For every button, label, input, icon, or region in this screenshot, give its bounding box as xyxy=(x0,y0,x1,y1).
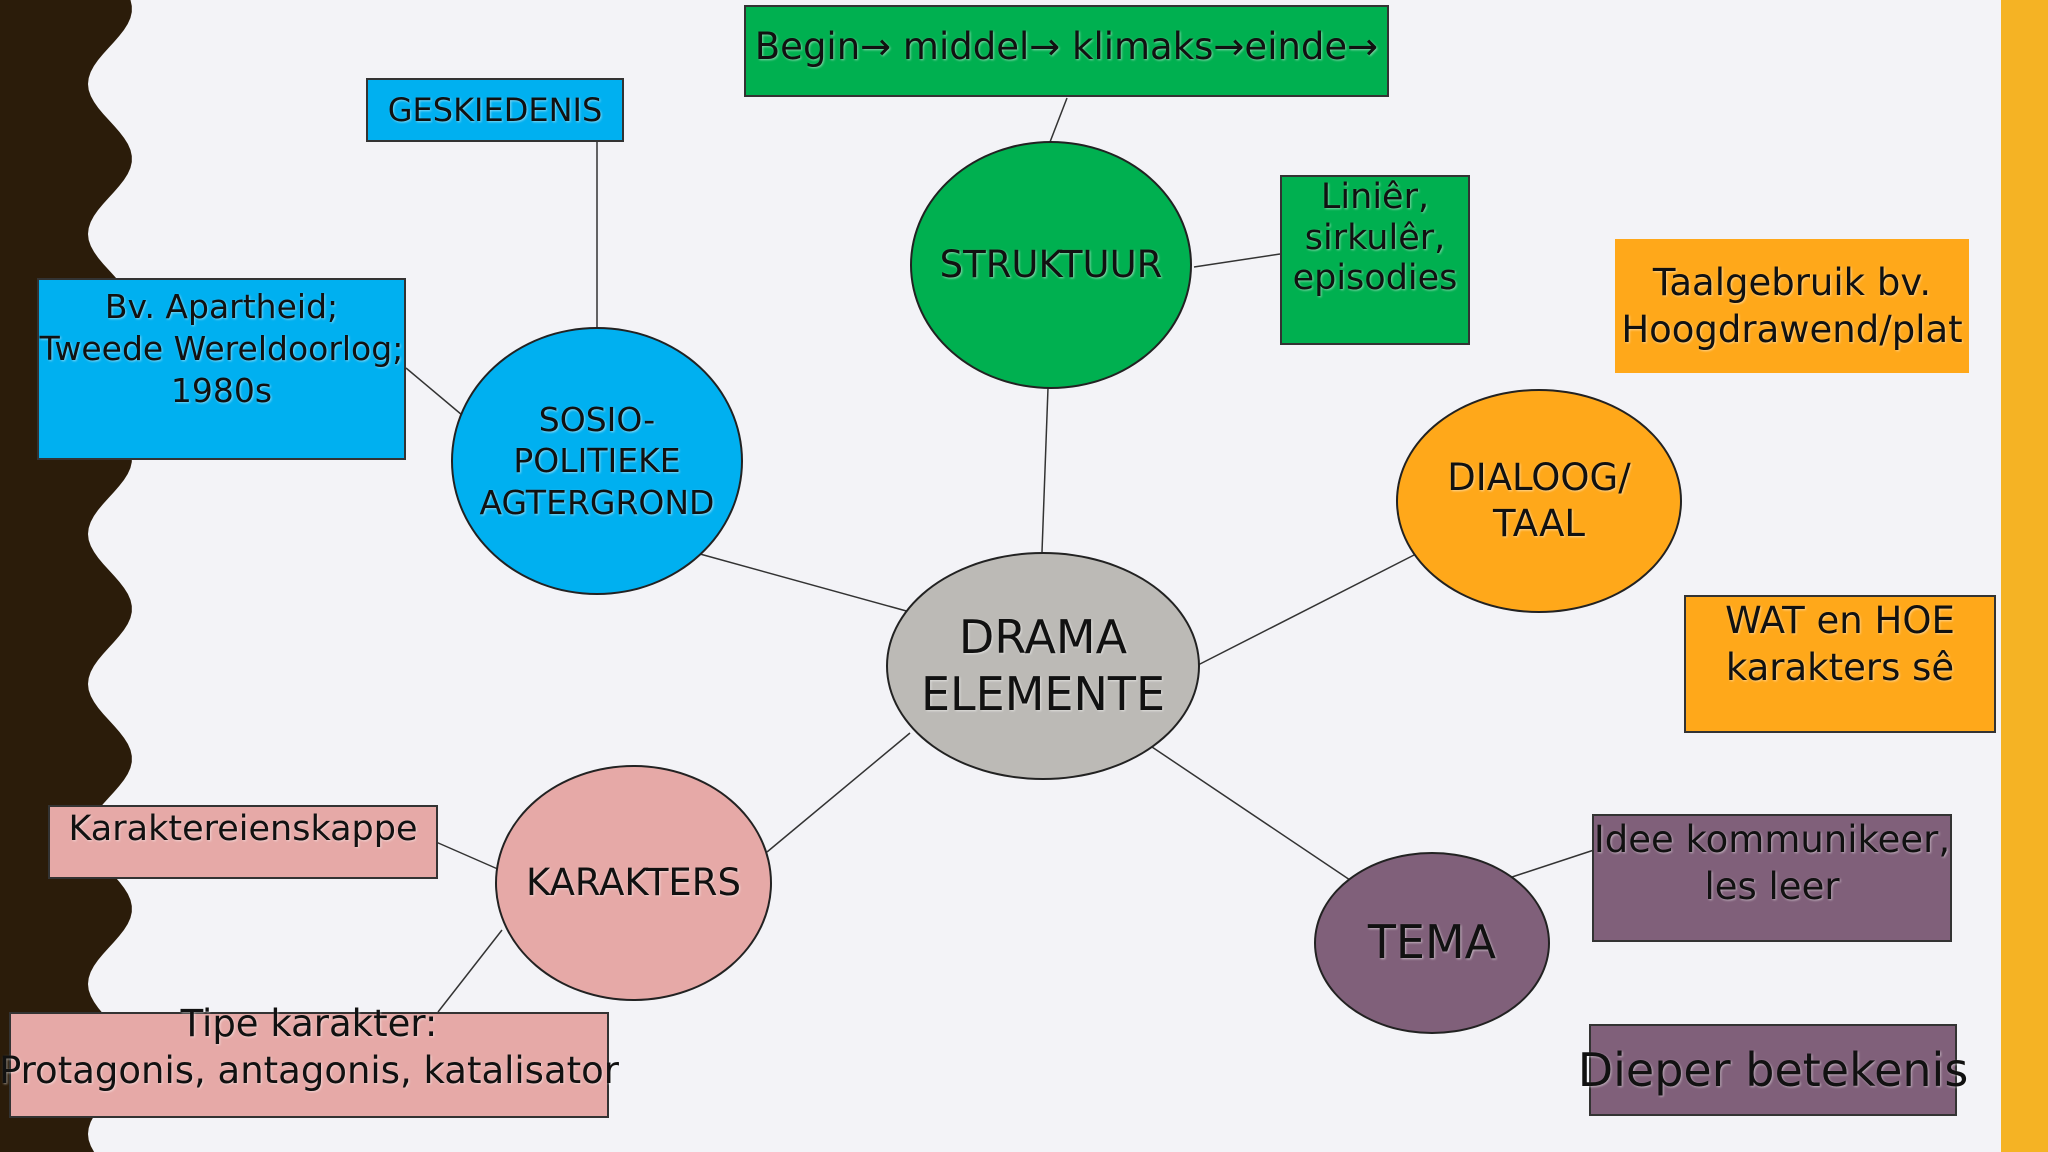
box-linier-sirkuler-episodies: Liniêr, sirkulêr, episodies xyxy=(1280,175,1470,345)
box-geskiedenis-text: GESKIEDENIS xyxy=(387,90,603,129)
line-center-struktuur xyxy=(1041,387,1049,553)
center-node-drama-elemente: DRAMA ELEMENTE xyxy=(886,552,1200,780)
box-idee-text: Idee kommunikeer, les leer xyxy=(1593,818,1951,909)
node-struktuur: STRUKTUUR xyxy=(910,141,1192,389)
node-sosio-label: SOSIO- POLITIEKE AGTERGROND xyxy=(479,400,715,522)
line-center-sosio xyxy=(699,553,911,613)
line-struktuur-top xyxy=(1049,97,1068,143)
center-node-label: DRAMA ELEMENTE xyxy=(920,609,1166,722)
box-taalgebruik-text: Taalgebruik bv. Hoogdrawend/plat xyxy=(1621,260,1963,351)
line-karakters-eienskappe xyxy=(435,841,501,871)
line-karakters-tipe xyxy=(437,929,503,1013)
box-apartheid-text: Bv. Apartheid; Tweede Wereldoorlog; 1980… xyxy=(39,287,404,411)
box-taalgebruik: Taalgebruik bv. Hoogdrawend/plat xyxy=(1615,239,1969,373)
box-linier-text: Liniêr, sirkulêr, episodies xyxy=(1292,177,1458,299)
line-center-tema xyxy=(1151,746,1351,881)
line-center-dialoog xyxy=(1197,551,1421,666)
box-wat-en-hoe: WAT en HOE karakters sê xyxy=(1684,595,1996,733)
box-apartheid: Bv. Apartheid; Tweede Wereldoorlog; 1980… xyxy=(37,278,406,460)
line-center-karakters xyxy=(766,732,911,853)
node-struktuur-label: STRUKTUUR xyxy=(939,242,1163,286)
node-sosio-politieke-agtergrond: SOSIO- POLITIEKE AGTERGROND xyxy=(451,327,743,595)
node-tema: TEMA xyxy=(1314,852,1550,1034)
box-tipe-karakter: Tipe karakter: Protagonis, antagonis, ka… xyxy=(0,1002,619,1118)
box-karaktereienskappe: Karaktereienskappe xyxy=(48,805,438,879)
node-dialoog-taal: DIALOOG/ TAAL xyxy=(1396,389,1682,613)
box-dieper-betekenis: Dieper betekenis xyxy=(1578,1024,1968,1116)
node-dialoog-label: DIALOOG/ TAAL xyxy=(1447,455,1631,545)
node-tema-label: TEMA xyxy=(1367,915,1497,970)
box-idee-kommunikeer: Idee kommunikeer, les leer xyxy=(1592,814,1952,942)
box-tipe-karakter-text: Tipe karakter: Protagonis, antagonis, ka… xyxy=(0,1002,619,1093)
box-geskiedenis: GESKIEDENIS xyxy=(366,78,624,142)
box-karaktereienskappe-text: Karaktereienskappe xyxy=(68,809,418,849)
line-tema-idee xyxy=(1511,849,1595,878)
line-struktuur-linier xyxy=(1193,253,1281,268)
box-dieper-text: Dieper betekenis xyxy=(1577,1042,1969,1097)
node-karakters-label: KARAKTERS xyxy=(525,860,741,904)
right-accent-bar xyxy=(2001,0,2048,1152)
node-karakters: KARAKTERS xyxy=(495,765,772,1001)
line-sosio-apartheid xyxy=(405,367,463,416)
box-struktuur-sequence: Begin→ middel→ klimaks→einde→ xyxy=(744,5,1389,97)
box-struktuur-sequence-text: Begin→ middel→ klimaks→einde→ xyxy=(754,25,1379,68)
box-wat-en-hoe-text: WAT en HOE karakters sê xyxy=(1725,599,1955,690)
